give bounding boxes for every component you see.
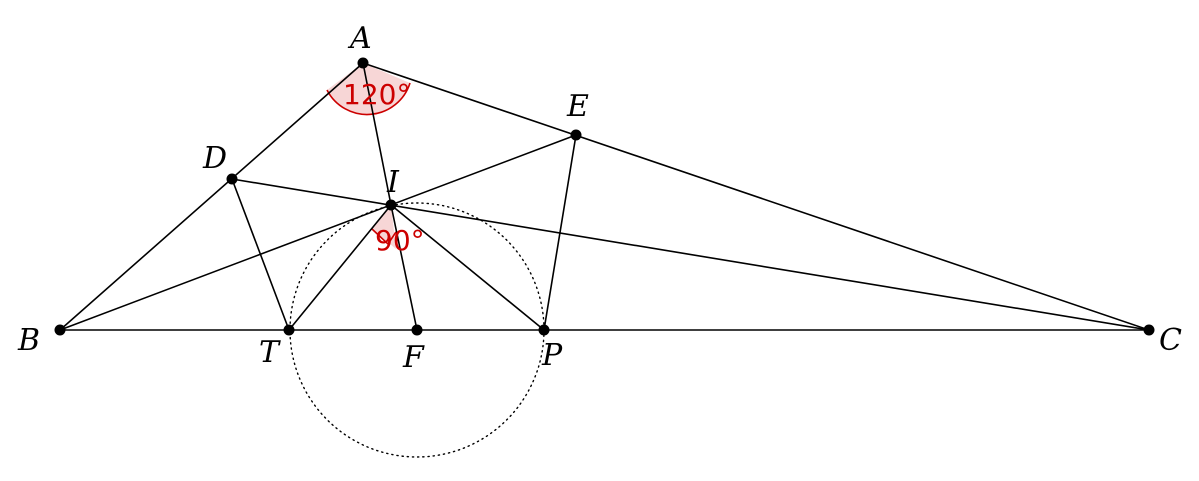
point-t <box>283 324 295 336</box>
segment-ip <box>390 204 545 331</box>
label-e: E <box>566 89 589 124</box>
segment-it <box>288 204 392 331</box>
angle-i-mark <box>371 228 397 246</box>
point-c <box>1143 324 1155 336</box>
segment-ab <box>59 62 364 331</box>
point-e <box>570 129 582 141</box>
point-a <box>357 57 369 69</box>
label-d: D <box>202 141 227 176</box>
segment-be <box>59 134 577 331</box>
point-b <box>54 324 66 336</box>
segment-ai <box>362 62 392 206</box>
segment-if <box>390 204 418 331</box>
label-t: T <box>259 335 281 370</box>
label-i: I <box>386 165 400 200</box>
point-d <box>226 173 238 185</box>
segment-ep <box>543 134 577 331</box>
angle-a-arc <box>326 82 411 116</box>
segment-dc <box>231 178 1150 331</box>
segment-dt <box>231 178 290 331</box>
point-i <box>385 199 397 211</box>
point-p <box>538 324 550 336</box>
point-f <box>411 324 423 336</box>
angle-label-a: 120° <box>343 78 410 111</box>
label-p: P <box>541 338 563 373</box>
label-f: F <box>402 340 425 375</box>
segment-ac <box>362 62 1150 331</box>
label-a: A <box>347 21 372 56</box>
label-c: C <box>1159 323 1182 358</box>
angle-label-i: 90° <box>375 224 425 257</box>
label-b: B <box>17 323 40 358</box>
angle-i-fill <box>372 205 396 249</box>
